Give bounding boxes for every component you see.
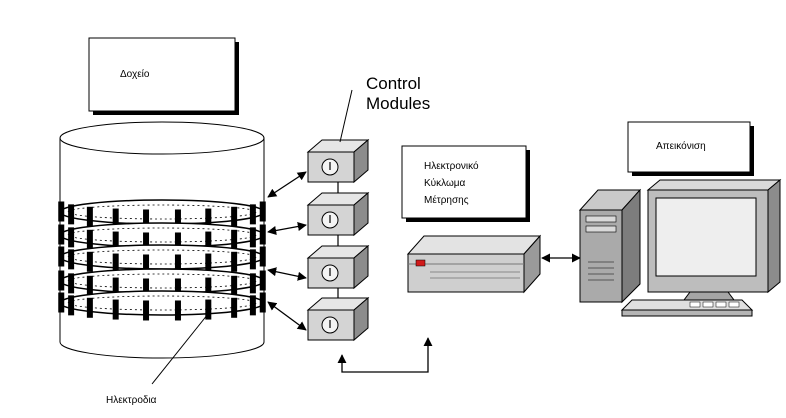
control-module [306, 244, 370, 290]
electrode [231, 206, 238, 227]
electrode [205, 277, 212, 298]
electrode [205, 299, 212, 320]
electrode [259, 292, 266, 313]
electrode [249, 295, 256, 316]
electrode [86, 229, 93, 250]
electrode [174, 232, 181, 253]
circuit-line3: Μέτρησης [424, 195, 469, 206]
electrode [68, 227, 75, 248]
electrode-ring [58, 290, 266, 321]
electrode [231, 275, 238, 296]
electrodes-label: Ηλεκτροδια [106, 395, 157, 406]
electrode [205, 231, 212, 252]
computer-monitor [646, 178, 782, 301]
electrode [86, 206, 93, 227]
electrode [174, 278, 181, 299]
computer-tower [578, 188, 642, 304]
electrode-ring [58, 199, 266, 230]
control-module [306, 138, 370, 184]
electrode-ring [58, 268, 266, 299]
control-modules-title: Control Modules [366, 74, 430, 114]
electrode [249, 227, 256, 248]
module-circuit-connection [337, 337, 433, 373]
tank-cylinder [58, 121, 266, 359]
circuit-label-box [401, 145, 530, 222]
electrode [143, 232, 150, 253]
electrode [249, 204, 256, 225]
control-module [306, 296, 370, 342]
electrode [231, 297, 238, 318]
control-modules-stack [306, 138, 370, 342]
electrode [86, 275, 93, 296]
electrode [112, 253, 119, 274]
electrode [143, 278, 150, 299]
control-module [306, 191, 370, 237]
electrode [174, 254, 181, 275]
electrode-ring [58, 222, 266, 253]
display-label: Απεικόνιση [656, 141, 706, 152]
electrode [259, 270, 266, 291]
monitor-screen [655, 197, 757, 277]
electrode-ring [58, 244, 266, 275]
electrode [143, 254, 150, 275]
electrode-array [58, 199, 266, 321]
electrode [259, 201, 266, 222]
electrode [112, 277, 119, 298]
electrode [112, 231, 119, 252]
led-indicator [415, 259, 426, 267]
electrode [205, 253, 212, 274]
electrode [68, 204, 75, 225]
electrode [86, 297, 93, 318]
electrode [112, 208, 119, 229]
electrode [174, 300, 181, 321]
control-modules-line2: Modules [366, 94, 431, 113]
computer-keyboard [620, 299, 754, 317]
control-modules-line1: Control [366, 74, 421, 93]
circuit-label: Ηλεκτρονικό Κύκλωμα Μέτρησης [424, 158, 479, 209]
electrode [58, 201, 65, 222]
electrode [174, 209, 181, 230]
electrode [58, 246, 65, 267]
electrode [231, 229, 238, 250]
electrode [249, 249, 256, 270]
electrode [231, 251, 238, 272]
electrode [58, 292, 65, 313]
electrode [86, 251, 93, 272]
circuit-line1: Ηλεκτρονικό [424, 161, 479, 172]
electrode [112, 299, 119, 320]
measurement-device [406, 234, 542, 294]
electrode [58, 224, 65, 245]
electrodes-pointer-line [151, 313, 209, 385]
electrode [249, 273, 256, 294]
electrode [68, 295, 75, 316]
file-label: Δοχείο [120, 69, 150, 80]
display-label-box [627, 121, 754, 176]
electrode [68, 273, 75, 294]
circuit-line2: Κύκλωμα [424, 178, 466, 189]
file-label-box [88, 37, 239, 115]
electrode [143, 209, 150, 230]
electrode [58, 270, 65, 291]
electrode [205, 208, 212, 229]
tank-module-arrows [267, 171, 307, 331]
electrode [68, 249, 75, 270]
electrode [143, 300, 150, 321]
electrode [259, 246, 266, 267]
control-modules-pointer-line [339, 89, 353, 143]
electrode [259, 224, 266, 245]
